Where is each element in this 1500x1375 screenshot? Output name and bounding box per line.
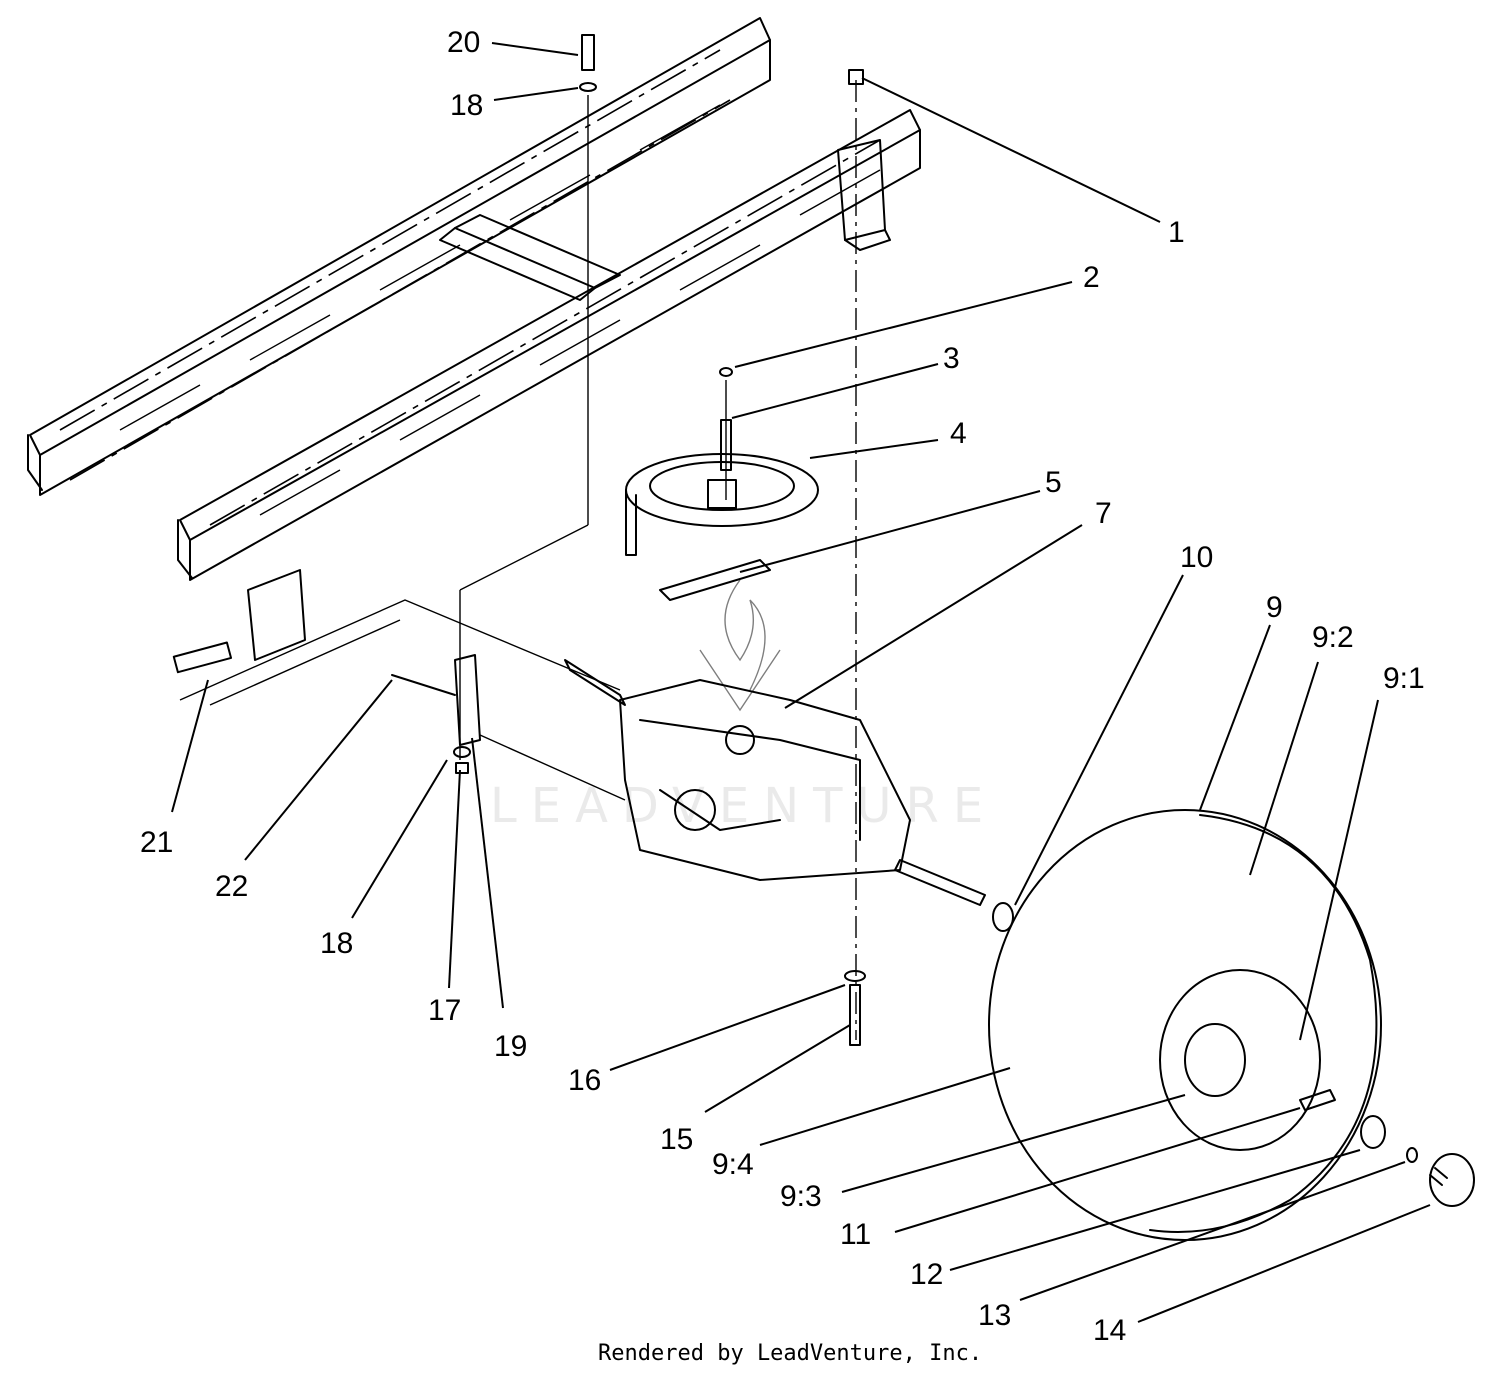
callout-20: 21: [140, 826, 173, 859]
callout-numbers: 20 18 1 2 3 4 5 7 10 9 9:2 9:1 21 22 18 …: [140, 26, 1425, 1347]
hardware-top: [579, 34, 864, 471]
alignment-lines: [459, 80, 857, 1040]
callout-22: 22: [215, 870, 248, 903]
watermark-text: LEADVENTURE: [490, 778, 997, 834]
callout-9-4: 9:4: [712, 1148, 754, 1181]
callout-18-bottom: 18: [320, 927, 353, 960]
callout-21: 20: [447, 26, 480, 59]
lower-bolt: [844, 970, 866, 1046]
frame-rails: [27, 17, 921, 581]
callout-19: 19: [494, 1030, 527, 1063]
leadventure-watermark: LEADVENTURE: [490, 579, 997, 834]
pulley: [625, 453, 819, 601]
callout-5: 5: [1045, 466, 1062, 499]
callout-18-top: 18: [450, 89, 483, 122]
callout-7: 7: [1095, 497, 1112, 530]
callout-9-3: 9:3: [780, 1180, 822, 1213]
callout-2: 2: [1083, 261, 1100, 294]
callout-1: 1: [1168, 216, 1185, 249]
callout-13: 13: [978, 1299, 1011, 1332]
callout-10: 10: [1180, 541, 1213, 574]
spring-bracket: [172, 569, 621, 706]
leader-lines: [171, 42, 1431, 1323]
callout-11: 11: [840, 1218, 871, 1251]
callout-9: 9: [1266, 591, 1283, 624]
callout-12: 12: [910, 1258, 943, 1291]
callout-9-1: 9:1: [1383, 662, 1425, 695]
transaxle: [391, 654, 1014, 932]
rendered-by-footer: Rendered by LeadVenture, Inc.: [598, 1341, 982, 1366]
callout-15: 15: [660, 1123, 693, 1156]
callout-14: 14: [1093, 1314, 1126, 1347]
callout-16: 16: [568, 1064, 601, 1097]
callout-9-2: 9:2: [1312, 621, 1354, 654]
callout-3: 3: [943, 342, 960, 375]
callout-17: 17: [428, 994, 461, 1027]
wheel-tire: [988, 809, 1475, 1241]
callout-4: 4: [950, 417, 967, 450]
